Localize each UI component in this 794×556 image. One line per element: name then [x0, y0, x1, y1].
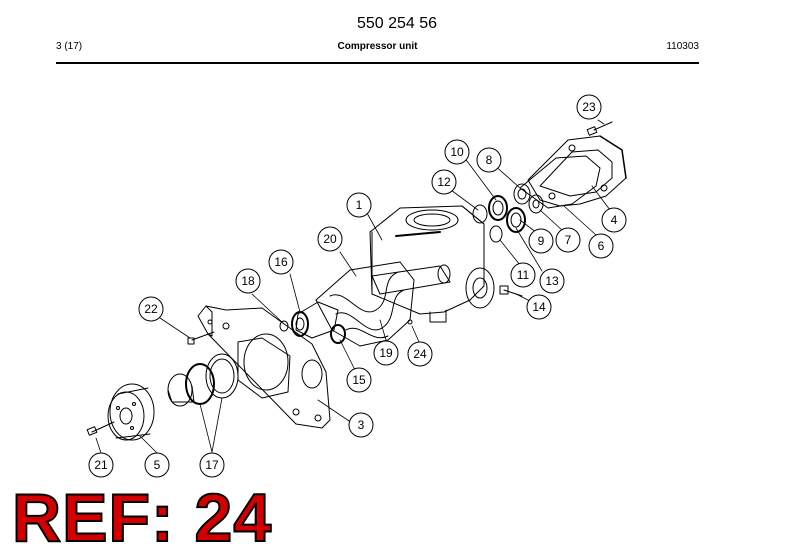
svg-text:16: 16 — [274, 255, 288, 269]
callout-1: 1 — [346, 192, 372, 218]
callout-13: 13 — [539, 268, 565, 294]
svg-text:5: 5 — [154, 458, 161, 472]
callout-15: 15 — [346, 367, 372, 393]
svg-text:18: 18 — [241, 274, 255, 288]
callout-14: 14 — [526, 294, 552, 320]
svg-text:9: 9 — [538, 234, 545, 248]
svg-text:15: 15 — [352, 373, 366, 387]
callout-21: 21 — [88, 452, 114, 478]
bolts-drawing — [86, 121, 613, 436]
callout-6: 6 — [588, 233, 614, 259]
header-divider — [56, 62, 699, 64]
spacer-rings-drawing — [167, 353, 239, 407]
svg-text:8: 8 — [486, 153, 493, 167]
svg-text:23: 23 — [582, 100, 596, 114]
callout-11: 11 — [510, 262, 536, 288]
callout-18: 18 — [235, 268, 261, 294]
svg-text:21: 21 — [94, 458, 108, 472]
bearing-stack-drawing — [472, 183, 544, 243]
callout-7: 7 — [555, 227, 581, 253]
gasket-drawing — [519, 155, 601, 209]
callout-20: 20 — [317, 226, 343, 252]
front-plate-drawing — [197, 305, 331, 429]
callouts: 1 3 4 5 6 7 8 9 10 11 12 13 14 15 16 17 … — [88, 94, 627, 478]
svg-text:4: 4 — [611, 213, 618, 227]
svg-text:17: 17 — [205, 458, 219, 472]
compressor-housing-drawing — [369, 205, 495, 323]
callout-23: 23 — [576, 94, 602, 120]
svg-text:6: 6 — [598, 239, 605, 253]
svg-text:22: 22 — [144, 302, 158, 316]
leader-lines — [95, 119, 611, 454]
svg-text:20: 20 — [323, 232, 337, 246]
document-number: 550 254 56 — [356, 15, 438, 32]
svg-text:11: 11 — [517, 268, 530, 282]
svg-text:7: 7 — [565, 233, 572, 247]
callout-17: 17 — [199, 452, 225, 478]
section-title: Compressor unit — [337, 41, 418, 52]
svg-text:10: 10 — [450, 145, 464, 159]
svg-text:24: 24 — [413, 347, 427, 361]
svg-text:3: 3 — [358, 418, 365, 432]
callout-12: 12 — [431, 169, 457, 195]
callout-24: 24 — [407, 341, 433, 367]
svg-text:13: 13 — [545, 274, 559, 288]
svg-text:1: 1 — [356, 198, 363, 212]
svg-text:19: 19 — [379, 346, 393, 360]
callout-5: 5 — [144, 452, 170, 478]
callout-10: 10 — [444, 139, 470, 165]
svg-text:14: 14 — [532, 300, 546, 314]
callout-8: 8 — [476, 147, 502, 173]
shaft-bearing-drawing — [279, 301, 346, 344]
reference-banner: REF: 24 — [11, 480, 273, 556]
svg-text:12: 12 — [437, 175, 451, 189]
drive-pulley-drawing — [107, 383, 155, 441]
callout-4: 4 — [601, 207, 627, 233]
callout-3: 3 — [348, 412, 374, 438]
document-date: 110303 — [666, 41, 699, 52]
rear-cover-drawing — [527, 135, 627, 207]
callout-9: 9 — [528, 228, 554, 254]
callout-16: 16 — [268, 249, 294, 275]
callout-22: 22 — [138, 296, 164, 322]
screw-rotors-drawing — [315, 261, 451, 347]
header-row: 3 (17) Compressor unit 110303 — [56, 41, 699, 55]
callout-19: 19 — [373, 340, 399, 366]
page-reference: 3 (17) — [56, 41, 83, 52]
